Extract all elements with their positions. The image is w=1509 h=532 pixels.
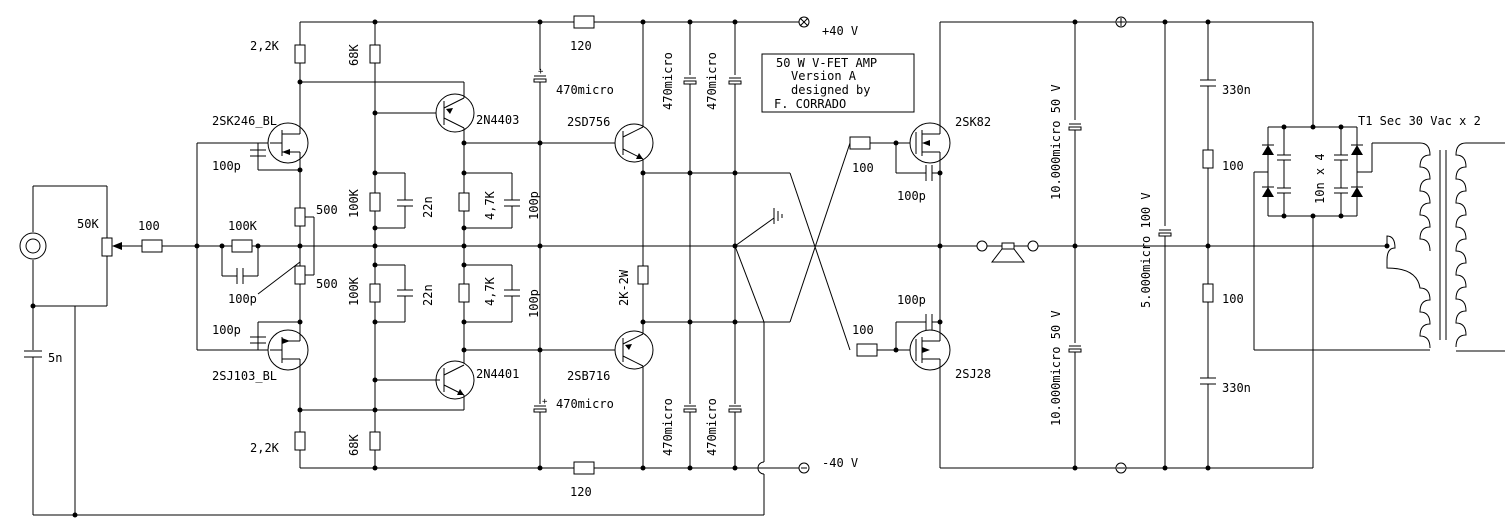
gate-r-bot-label: 100 <box>852 323 874 337</box>
r68-top-label: 68K <box>347 44 361 66</box>
negative-rail-label: -40 V <box>822 456 858 470</box>
r2k-label: 2K-2W <box>617 269 631 306</box>
r120-bot <box>573 461 595 475</box>
positive-rail-label: +40 V <box>822 24 858 38</box>
transformer-label: T1 Sec 30 Vac x 2 <box>1358 114 1481 128</box>
bridge-cap-label: 10n x 4 <box>1313 153 1327 204</box>
c470-5-label: 470micro <box>661 398 675 456</box>
r100k-top-label: 100K <box>347 188 361 218</box>
negative-rail <box>300 462 810 474</box>
r47-bot-label: 4,7K <box>483 276 497 306</box>
gate-c-bot-label: 100p <box>897 293 926 307</box>
speaker-terminal-icon <box>1027 240 1039 252</box>
c330-bot-label: 330n <box>1222 381 1251 395</box>
c22-bot-label: 22n <box>421 284 435 306</box>
title-line-2: Version A <box>791 69 857 83</box>
q-bot-label: 2N4401 <box>476 367 519 381</box>
c470-3-label: 470micro <box>705 52 719 110</box>
fet-top-label: 2SK82 <box>955 115 991 129</box>
transistor-2sd756 <box>614 123 654 163</box>
jfet-bot-label: 2SJ103_BL <box>212 369 277 383</box>
transistor-2n4401 <box>435 360 475 400</box>
feedback-cap-label: 100p <box>228 292 257 306</box>
gate-c-top-label: 100p <box>897 189 926 203</box>
title-box: 50 W V-FET AMP Version A designed by F. … <box>761 53 915 113</box>
q-driver-bot-label: 2SB716 <box>567 369 610 383</box>
trim-bot-label: 500 <box>316 277 338 291</box>
r-top-label: 2,2K <box>250 39 280 53</box>
r68-bot-label: 68K <box>347 434 361 456</box>
r100-top-label: 100 <box>1222 159 1244 173</box>
c10k-bot-label: 10.000micro 50 V <box>1049 310 1063 426</box>
gate-r-bot <box>856 343 878 357</box>
volume-pot-label: 50K <box>77 217 99 231</box>
jfet-top <box>267 122 309 164</box>
transistor-2n4403 <box>435 93 475 133</box>
cap-bot-label: 100p <box>212 323 241 337</box>
r120-top-label: 120 <box>570 39 592 53</box>
r-bot-label: 2,2K <box>250 441 280 455</box>
c470-6-label: 470micro <box>705 398 719 456</box>
c100-bot-label: 100p <box>527 289 541 318</box>
trim-top <box>294 207 306 227</box>
diode-icon <box>1262 145 1274 155</box>
diode-icon <box>1262 187 1274 197</box>
r120-bot-label: 120 <box>570 485 592 499</box>
diode-icon <box>1351 145 1363 155</box>
title-line-3: designed by <box>791 83 870 97</box>
c100-top-label: 100p <box>527 191 541 220</box>
volume-pot <box>101 237 113 257</box>
input-cap-label: 5n <box>48 351 62 365</box>
title-line-4: F. CORRADO <box>774 97 846 111</box>
r100-bot-label: 100 <box>1222 292 1244 306</box>
r120-top <box>573 15 595 29</box>
c5k-label: 5.000micro 100 V <box>1139 192 1153 308</box>
c10k-top-label: 10.000micro 50 V <box>1049 84 1063 200</box>
c330-top-label: 330n <box>1222 83 1251 97</box>
gate-r-top <box>849 136 871 150</box>
r47-top-label: 4,7K <box>483 190 497 220</box>
jfet-top-label: 2SK246_BL <box>212 114 277 128</box>
transistor-2sb716 <box>614 330 654 370</box>
speaker-terminal-icon <box>976 240 988 252</box>
positive-rail <box>300 16 810 28</box>
input-resistor <box>141 239 163 253</box>
transformer-icon <box>1386 142 1505 352</box>
diode-icon <box>1351 187 1363 197</box>
mosfet-2sj28 <box>909 329 951 371</box>
input-resistor-label: 100 <box>138 219 160 233</box>
c22-top-label: 22n <box>421 196 435 218</box>
c470-4-label: 470micro <box>556 397 614 411</box>
trim-bot <box>294 265 306 285</box>
gate-r-top-label: 100 <box>852 161 874 175</box>
q-top-label: 2N4403 <box>476 113 519 127</box>
c470-2-label: 470micro <box>661 52 675 110</box>
title-line-1: 50 W V-FET AMP <box>776 56 877 70</box>
svg-text:+: + <box>542 397 548 407</box>
feedback-resistor <box>231 239 253 253</box>
fet-bot-label: 2SJ28 <box>955 367 991 381</box>
svg-text:+: + <box>538 67 544 77</box>
trim-top-label: 500 <box>316 203 338 217</box>
mosfet-2sk82 <box>909 122 951 164</box>
jfet-bot <box>267 329 309 371</box>
feedback-resistor-label: 100K <box>228 219 258 233</box>
speaker-icon <box>987 242 1028 263</box>
cap-top-label: 100p <box>212 159 241 173</box>
r100k-bot-label: 100K <box>347 276 361 306</box>
q-driver-top-label: 2SD756 <box>567 115 610 129</box>
input-jack <box>19 232 47 260</box>
c470-1-label: 470micro <box>556 83 614 97</box>
ground-icon <box>734 208 783 247</box>
